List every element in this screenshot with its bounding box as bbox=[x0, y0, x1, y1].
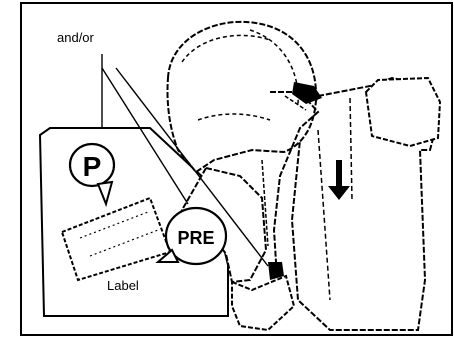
pre-marker-text: PRE bbox=[177, 228, 214, 248]
seat-base bbox=[232, 276, 294, 330]
label-annotation: Label bbox=[107, 279, 139, 292]
headrest bbox=[366, 78, 440, 146]
and-or-annotation: and/or bbox=[57, 31, 94, 44]
child-seat-shell bbox=[167, 22, 316, 172]
p-marker-text: P bbox=[83, 151, 102, 182]
